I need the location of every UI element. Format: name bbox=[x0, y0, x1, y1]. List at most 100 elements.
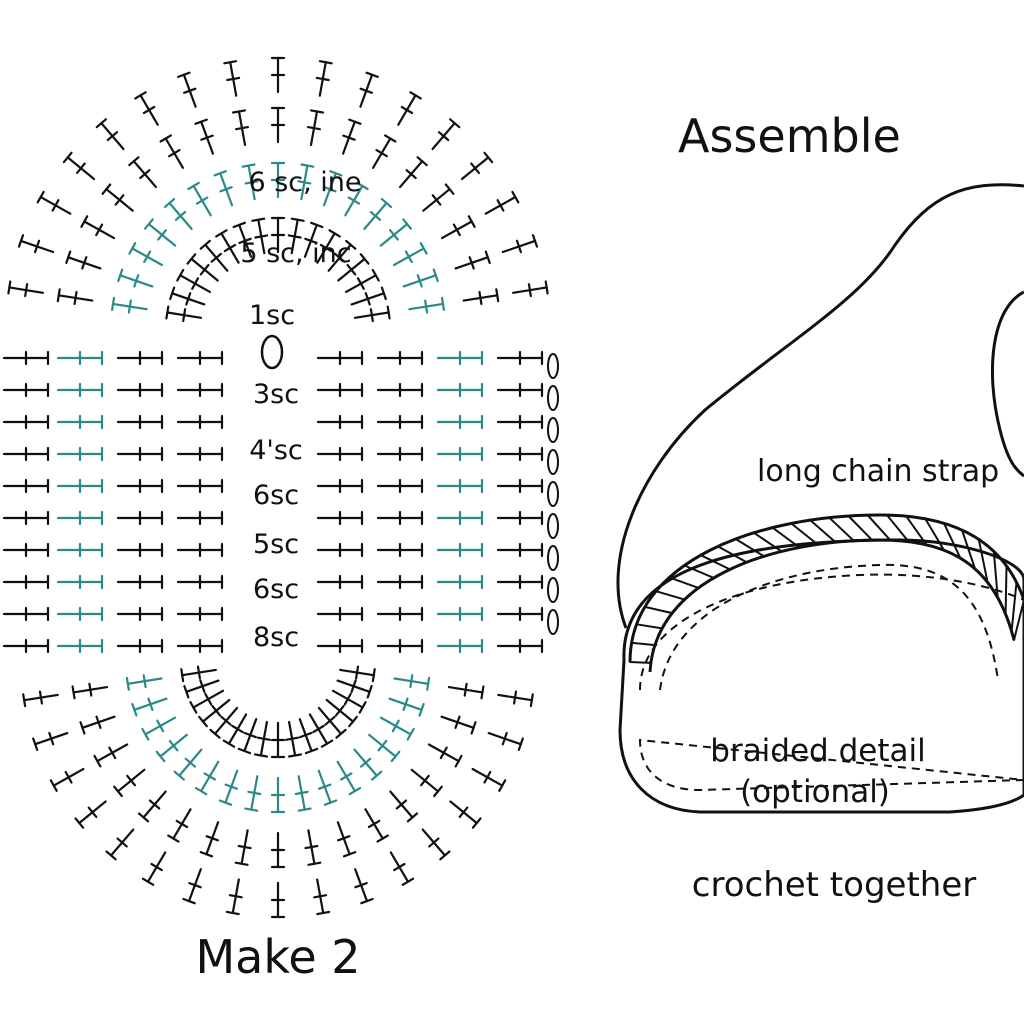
strap-inner bbox=[990, 290, 1024, 478]
braid-link bbox=[643, 605, 674, 615]
sc-stitch-mark bbox=[376, 542, 424, 558]
sc-stitch-mark bbox=[436, 638, 484, 654]
sc-stitch-mark bbox=[316, 350, 364, 366]
sc-stitch-mark bbox=[316, 478, 364, 494]
sc-stitch-mark bbox=[218, 769, 239, 806]
sc-stitch-mark bbox=[337, 253, 370, 282]
sc-stitch-mark bbox=[56, 510, 104, 526]
sc-stitch-mark bbox=[49, 767, 85, 792]
sc-stitch-mark bbox=[316, 229, 341, 264]
sc-stitch-mark bbox=[56, 542, 104, 558]
sc-stitch-mark bbox=[389, 851, 415, 886]
sc-stitch-mark bbox=[496, 382, 544, 398]
round-label-7: 5sc bbox=[253, 529, 299, 560]
braid-link bbox=[716, 545, 748, 564]
sc-stitch-mark bbox=[487, 731, 524, 752]
braid-link bbox=[668, 576, 700, 589]
sc-stitch-mark bbox=[511, 280, 549, 298]
braid-link bbox=[790, 522, 819, 546]
sc-stitch-mark bbox=[376, 606, 424, 622]
round-label-5: 4'sc bbox=[249, 435, 303, 466]
sc-stitch-mark bbox=[134, 91, 159, 126]
sc-stitch-mark bbox=[501, 234, 539, 254]
assembly-title: Assemble bbox=[678, 109, 901, 163]
magic-ring bbox=[260, 334, 284, 370]
strap-label: long chain strap bbox=[757, 454, 999, 489]
make-count-label: Make 2 bbox=[195, 930, 360, 984]
sc-stitch-mark bbox=[144, 218, 177, 247]
sc-stitch-mark bbox=[176, 350, 224, 366]
bag-body bbox=[618, 538, 1024, 814]
sc-stitch-mark bbox=[93, 743, 129, 768]
sc-stitch-mark bbox=[496, 510, 544, 526]
sc-stitch-mark bbox=[128, 242, 164, 267]
sc-stitch-mark bbox=[2, 510, 50, 526]
sc-stitch-mark bbox=[165, 305, 203, 323]
sc-stitch-mark bbox=[376, 350, 424, 366]
sc-stitch-mark bbox=[62, 151, 96, 181]
sc-stitch-mark bbox=[316, 574, 364, 590]
sc-stitch-mark bbox=[116, 606, 164, 622]
sc-stitch-mark bbox=[353, 748, 383, 781]
sc-stitch-mark bbox=[155, 733, 188, 763]
braid-link bbox=[1010, 581, 1018, 633]
sc-stitch-mark bbox=[176, 638, 224, 654]
sc-stitch-mark bbox=[325, 698, 358, 728]
sc-stitch-mark bbox=[215, 229, 240, 264]
sc-stitch-mark bbox=[244, 775, 262, 812]
sc-stitch-mark bbox=[392, 242, 428, 267]
sc-stitch-mark bbox=[141, 716, 177, 741]
sc-stitch-mark bbox=[436, 382, 484, 398]
sc-stitch-mark bbox=[460, 151, 494, 181]
chain-stitch-mark bbox=[547, 481, 559, 507]
sc-stitch-mark bbox=[167, 808, 192, 843]
sc-stitch-mark bbox=[379, 218, 412, 247]
sc-stitch-mark bbox=[183, 679, 220, 699]
sc-stitch-mark bbox=[454, 250, 491, 270]
sc-stitch-mark bbox=[194, 118, 214, 155]
sc-stitch-mark bbox=[223, 60, 241, 97]
sc-stitch-mark bbox=[176, 268, 211, 293]
sc-stitch-mark bbox=[316, 638, 364, 654]
sc-stitch-mark bbox=[270, 106, 286, 144]
sc-stitch-mark bbox=[388, 697, 425, 717]
sc-stitch-mark bbox=[436, 446, 484, 462]
sc-stitch-mark bbox=[354, 868, 374, 905]
chain-stitch-mark bbox=[547, 513, 559, 539]
chain-stitch-mark bbox=[547, 449, 559, 475]
braid-link bbox=[1013, 599, 1024, 641]
sc-stitch-mark bbox=[342, 118, 362, 155]
sc-stitch-mark bbox=[141, 851, 167, 886]
sc-stitch-mark bbox=[303, 221, 324, 258]
sc-stitch-mark bbox=[116, 382, 164, 398]
sc-stitch-mark bbox=[471, 767, 507, 792]
braid-link bbox=[943, 522, 962, 560]
sc-stitch-mark bbox=[496, 446, 544, 462]
sc-stitch-mark bbox=[327, 239, 357, 272]
sc-stitch-mark bbox=[484, 190, 520, 215]
sc-stitch-mark bbox=[287, 217, 305, 255]
braid-link bbox=[886, 514, 910, 543]
sc-stitch-mark bbox=[440, 215, 476, 240]
sc-stitch-mark bbox=[116, 414, 164, 430]
braid-link bbox=[752, 531, 783, 553]
sc-stitch-mark bbox=[137, 790, 167, 823]
sc-stitch-mark bbox=[440, 715, 477, 735]
sc-stitch-mark bbox=[436, 478, 484, 494]
sc-stitch-mark bbox=[79, 715, 116, 735]
stitch-line-inner bbox=[659, 563, 999, 691]
sc-stitch-mark bbox=[251, 217, 269, 255]
sc-stitch-mark bbox=[397, 91, 422, 126]
sc-stitch-mark bbox=[359, 71, 379, 108]
sc-stitch-mark bbox=[339, 665, 376, 683]
sc-stitch-mark bbox=[2, 446, 50, 462]
sc-stitch-mark bbox=[316, 414, 364, 430]
braid-link bbox=[977, 538, 989, 584]
sc-stitch-mark bbox=[462, 288, 500, 305]
braid-link bbox=[866, 514, 892, 542]
sc-stitch-mark bbox=[376, 638, 424, 654]
sc-stitch-mark bbox=[17, 234, 55, 254]
braid-link bbox=[630, 641, 656, 647]
sc-stitch-mark bbox=[317, 706, 347, 739]
sc-stitch-mark bbox=[56, 350, 104, 366]
